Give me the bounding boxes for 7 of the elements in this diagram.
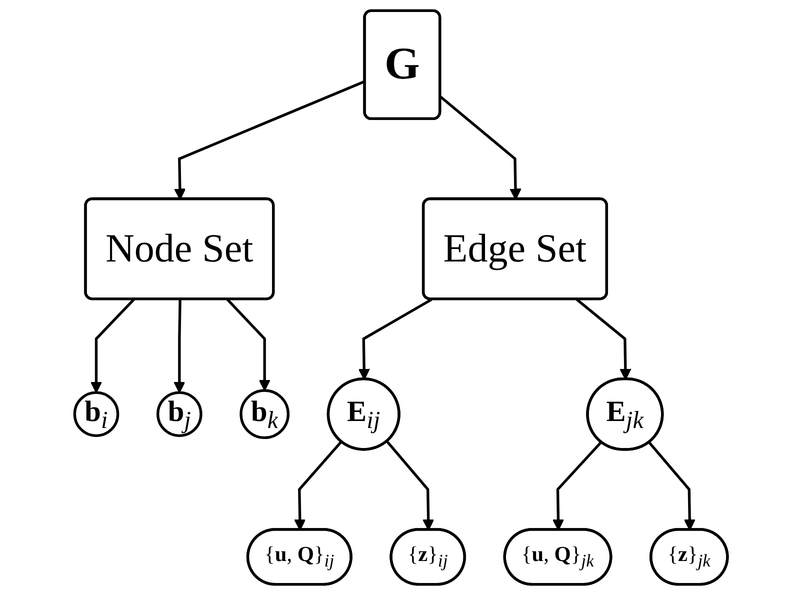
arrow: [226, 298, 271, 392]
arrow: [174, 299, 186, 394]
node-circle: b$_{i}$: [74, 391, 120, 437]
node-circle: b$_{j}$: [156, 391, 203, 437]
arrow: [90, 298, 136, 394]
node-circle: b$_{k}$: [240, 389, 290, 440]
arrow: [440, 96, 522, 200]
